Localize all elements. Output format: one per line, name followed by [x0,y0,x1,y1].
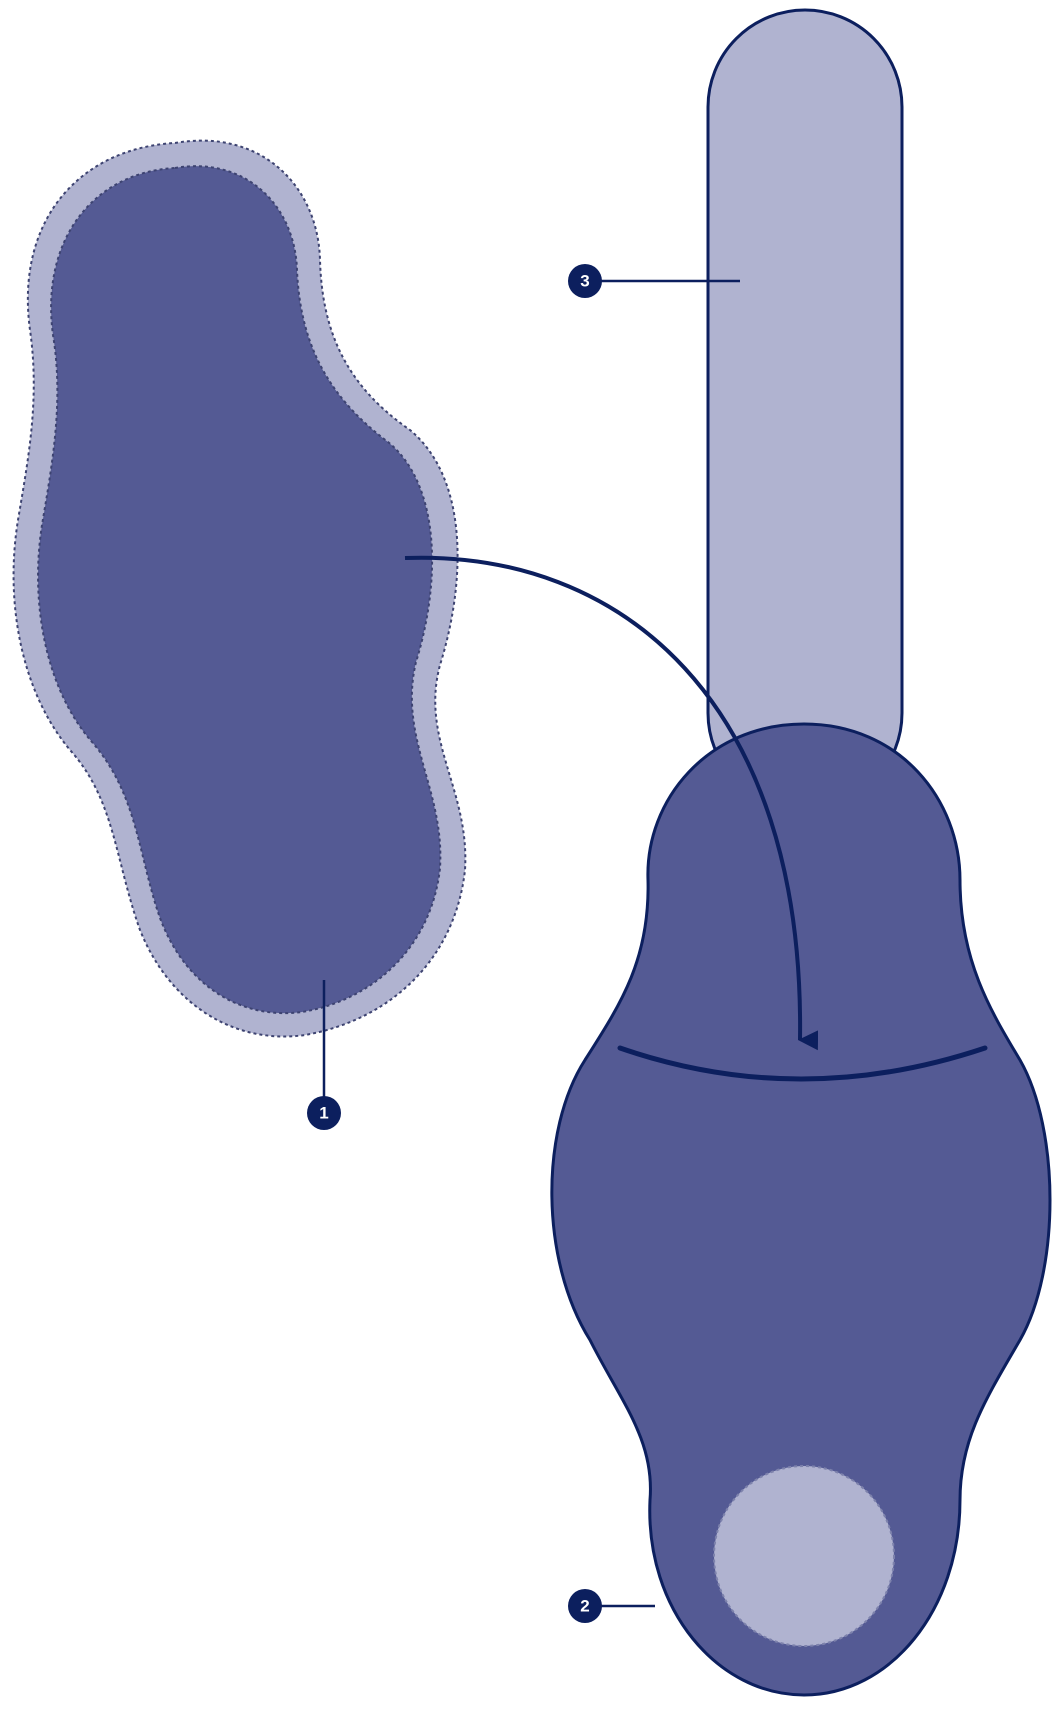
shape-two-opening [714,1466,894,1646]
shape-one-group [14,141,466,1037]
callout-one-label: 1 [319,1104,328,1123]
shape-two-group [552,724,1050,1695]
callout-two-label: 2 [580,1597,589,1616]
callout-three-label: 3 [580,272,589,291]
callout-two: 2 [568,1589,655,1623]
shape-three-bar [708,10,902,810]
shape-one-body [38,166,440,1013]
